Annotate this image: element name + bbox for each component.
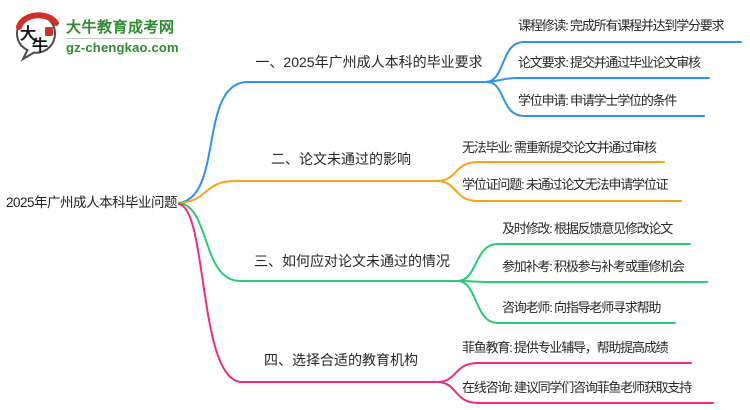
- leaf-node-3-3[interactable]: 咨询老师: 向指导老师寻求帮助: [502, 300, 661, 315]
- seal-icon: [45, 27, 53, 36]
- leaf-node-1-1[interactable]: 课程修读: 完成所有课程并达到学分要求: [518, 18, 725, 33]
- site-logo[interactable]: 大 牛 大牛教育成考网 gz-chengkao.com: [12, 10, 179, 62]
- leaf-node-2-2[interactable]: 学位证问题: 未通过论文无法申请学位证: [462, 177, 669, 192]
- branch-node-2[interactable]: 二、论文未通过的影响: [271, 151, 411, 167]
- root-node[interactable]: 2025年广州成人本科毕业问题: [6, 195, 178, 210]
- svg-text:牛: 牛: [32, 36, 48, 55]
- leaf-node-4-2[interactable]: 在线咨询: 建议同学们咨询菲鱼老师获取支持: [462, 380, 692, 395]
- svg-text:大: 大: [20, 24, 36, 43]
- branch-node-3[interactable]: 三、如何应对论文未通过的情况: [254, 253, 450, 269]
- branch-node-4[interactable]: 四、选择合适的教育机构: [264, 352, 418, 368]
- leaf-node-4-1[interactable]: 菲鱼教育: 提供专业辅导，帮助提高成绩: [462, 340, 669, 355]
- logo-title: 大牛教育成考网: [66, 18, 175, 36]
- leaf-node-2-1[interactable]: 无法毕业: 需重新提交论文并通过审核: [462, 140, 657, 155]
- leaf-node-3-2[interactable]: 参加补考: 积极参与补考或重修机会: [502, 259, 685, 274]
- branch-node-1[interactable]: 一、2025年广州成人本科的毕业要求: [255, 54, 483, 70]
- leaf-node-3-1[interactable]: 及时修改: 根据反馈意见修改论文: [502, 221, 673, 236]
- logo-domain: gz-chengkao.com: [66, 39, 179, 55]
- leaf-node-1-2[interactable]: 论文要求: 提交并通过毕业论文审核: [518, 55, 701, 70]
- logo-bubble-icon: 大 牛: [12, 10, 60, 62]
- leaf-node-1-3[interactable]: 学位申请: 申请学士学位的条件: [518, 93, 677, 108]
- logo-divider: [66, 37, 164, 39]
